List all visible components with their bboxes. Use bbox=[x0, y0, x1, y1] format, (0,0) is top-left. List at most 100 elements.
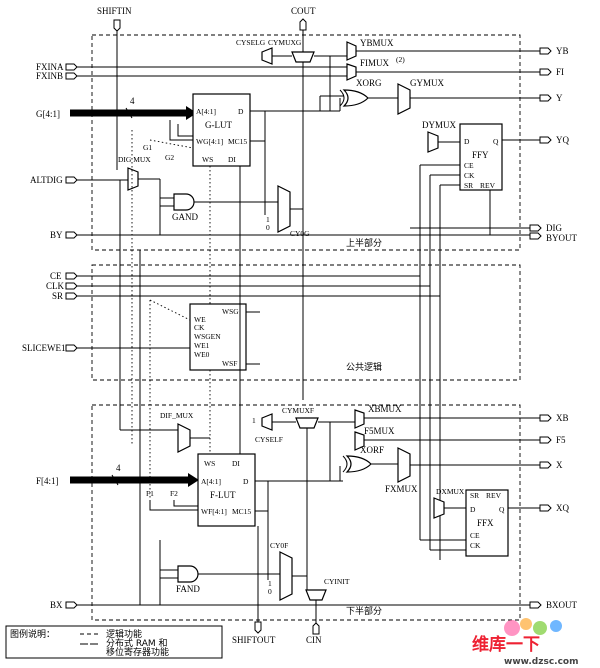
svg-text:维库一下: 维库一下 bbox=[472, 634, 540, 655]
cyinit-mux bbox=[305, 589, 327, 601]
xb-pin bbox=[539, 414, 552, 422]
svg-text:WS: WS bbox=[204, 459, 215, 468]
svg-text:G2: G2 bbox=[165, 153, 174, 162]
cyself-mux bbox=[261, 413, 273, 431]
upper-half-region bbox=[91, 34, 521, 251]
ws-generator bbox=[189, 303, 247, 371]
slicewe-label: SLICEWE1 bbox=[22, 343, 66, 353]
svg-text:D: D bbox=[470, 505, 476, 514]
cout-pin bbox=[299, 18, 307, 31]
svg-text:4: 4 bbox=[130, 96, 135, 106]
svg-text:CE: CE bbox=[470, 531, 480, 540]
svg-text:FAND: FAND bbox=[176, 584, 200, 594]
svg-text:CYSELG: CYSELG bbox=[236, 38, 266, 47]
svg-text:D: D bbox=[238, 107, 244, 116]
svg-text:WSF: WSF bbox=[222, 359, 237, 368]
svg-text:YBMUX: YBMUX bbox=[360, 38, 394, 48]
yb-pin bbox=[539, 47, 552, 55]
yb-label: YB bbox=[556, 46, 569, 56]
svg-text:REV: REV bbox=[486, 491, 502, 500]
watermark-logo: 维库一下 www.dzsc.com bbox=[472, 618, 578, 667]
svg-text:F2: F2 bbox=[170, 489, 178, 498]
svg-text:REV: REV bbox=[480, 181, 496, 190]
bx-pin bbox=[65, 601, 78, 609]
svg-text:DI: DI bbox=[228, 155, 236, 164]
svg-text:CK: CK bbox=[470, 541, 481, 550]
svg-text:1: 1 bbox=[266, 215, 270, 224]
svg-text:G1: G1 bbox=[143, 143, 152, 152]
cin-label: CIN bbox=[306, 635, 322, 645]
svg-text:(2): (2) bbox=[396, 55, 405, 64]
altdig-label: ALTDIG bbox=[30, 175, 63, 185]
svg-text:WS: WS bbox=[202, 155, 213, 164]
f-lut-title: F-LUT bbox=[210, 490, 236, 500]
cymuxg-mux bbox=[291, 51, 315, 63]
cout-label: COUT bbox=[291, 6, 316, 16]
by-pin bbox=[65, 231, 78, 239]
svg-text:Q: Q bbox=[493, 137, 499, 146]
lower-half-region bbox=[91, 404, 521, 621]
svg-text:0: 0 bbox=[268, 587, 272, 596]
x-label: X bbox=[556, 460, 563, 470]
sr-label: SR bbox=[52, 291, 63, 301]
svg-text:WE: WE bbox=[194, 315, 206, 324]
dxmux bbox=[433, 497, 445, 519]
fxina-label: FXINA bbox=[36, 62, 64, 72]
fand-gate bbox=[177, 565, 199, 583]
by-label: BY bbox=[50, 230, 63, 240]
yq-label: YQ bbox=[556, 135, 569, 145]
bx-label: BX bbox=[50, 600, 63, 610]
cy0f-mux bbox=[279, 551, 293, 601]
svg-text:CY0G: CY0G bbox=[290, 229, 310, 238]
f-bus-label: F[4:1] bbox=[36, 476, 59, 486]
svg-text:WG[4:1]: WG[4:1] bbox=[196, 137, 223, 146]
svg-text:CYINIT: CYINIT bbox=[324, 577, 350, 586]
dymux bbox=[427, 131, 439, 153]
common-logic-label: 公共逻辑 bbox=[346, 361, 382, 373]
fi-pin bbox=[539, 68, 552, 76]
byout-label: BYOUT bbox=[546, 233, 578, 243]
xorf-gate bbox=[345, 455, 372, 473]
lower-half-label: 下半部分 bbox=[346, 605, 382, 617]
svg-text:WE0: WE0 bbox=[194, 350, 210, 359]
f5-label: F5 bbox=[556, 435, 566, 445]
clk-label: CLK bbox=[46, 281, 65, 291]
y-pin bbox=[539, 94, 552, 102]
gymux bbox=[397, 83, 411, 115]
ffx-title: FFX bbox=[477, 518, 494, 528]
svg-text:GYMUX: GYMUX bbox=[410, 78, 445, 88]
svg-text:分布式 RAM 和: 分布式 RAM 和 bbox=[106, 637, 168, 649]
y-label: Y bbox=[556, 93, 563, 103]
svg-text:移位寄存器功能: 移位寄存器功能 bbox=[106, 646, 169, 658]
fxmux bbox=[397, 447, 411, 483]
ffy bbox=[459, 123, 503, 191]
svg-text:DIF_MUX: DIF_MUX bbox=[160, 411, 194, 420]
svg-text:A[4:1]: A[4:1] bbox=[196, 107, 216, 116]
xq-label: XQ bbox=[556, 503, 569, 513]
svg-text:A[4:1]: A[4:1] bbox=[201, 477, 221, 486]
fi-label: FI bbox=[556, 67, 564, 77]
fxina-pin bbox=[65, 63, 78, 71]
shiftout-pin bbox=[254, 621, 262, 634]
svg-text:GAND: GAND bbox=[172, 212, 198, 222]
common-logic-region bbox=[91, 264, 521, 381]
fxinb-pin bbox=[65, 72, 78, 80]
x-pin bbox=[539, 461, 552, 469]
cyselg-mux bbox=[261, 47, 273, 65]
xq-pin bbox=[539, 504, 552, 512]
svg-text:DXMUX: DXMUX bbox=[436, 487, 465, 496]
shiftin-pin bbox=[113, 19, 121, 32]
svg-text:CK: CK bbox=[194, 323, 205, 332]
cymuxf-mux bbox=[295, 417, 319, 429]
byout-pin bbox=[529, 232, 542, 240]
bxout-pin bbox=[529, 601, 542, 609]
shiftout-label: SHIFTOUT bbox=[232, 635, 276, 645]
svg-text:DI: DI bbox=[232, 459, 240, 468]
svg-text:WSG: WSG bbox=[222, 307, 239, 316]
fxinb-label: FXINB bbox=[36, 71, 63, 81]
svg-text:CK: CK bbox=[464, 171, 475, 180]
svg-text:SR: SR bbox=[470, 491, 479, 500]
svg-text:0: 0 bbox=[266, 223, 270, 232]
svg-text:1: 1 bbox=[268, 579, 272, 588]
f5-pin bbox=[539, 436, 552, 444]
